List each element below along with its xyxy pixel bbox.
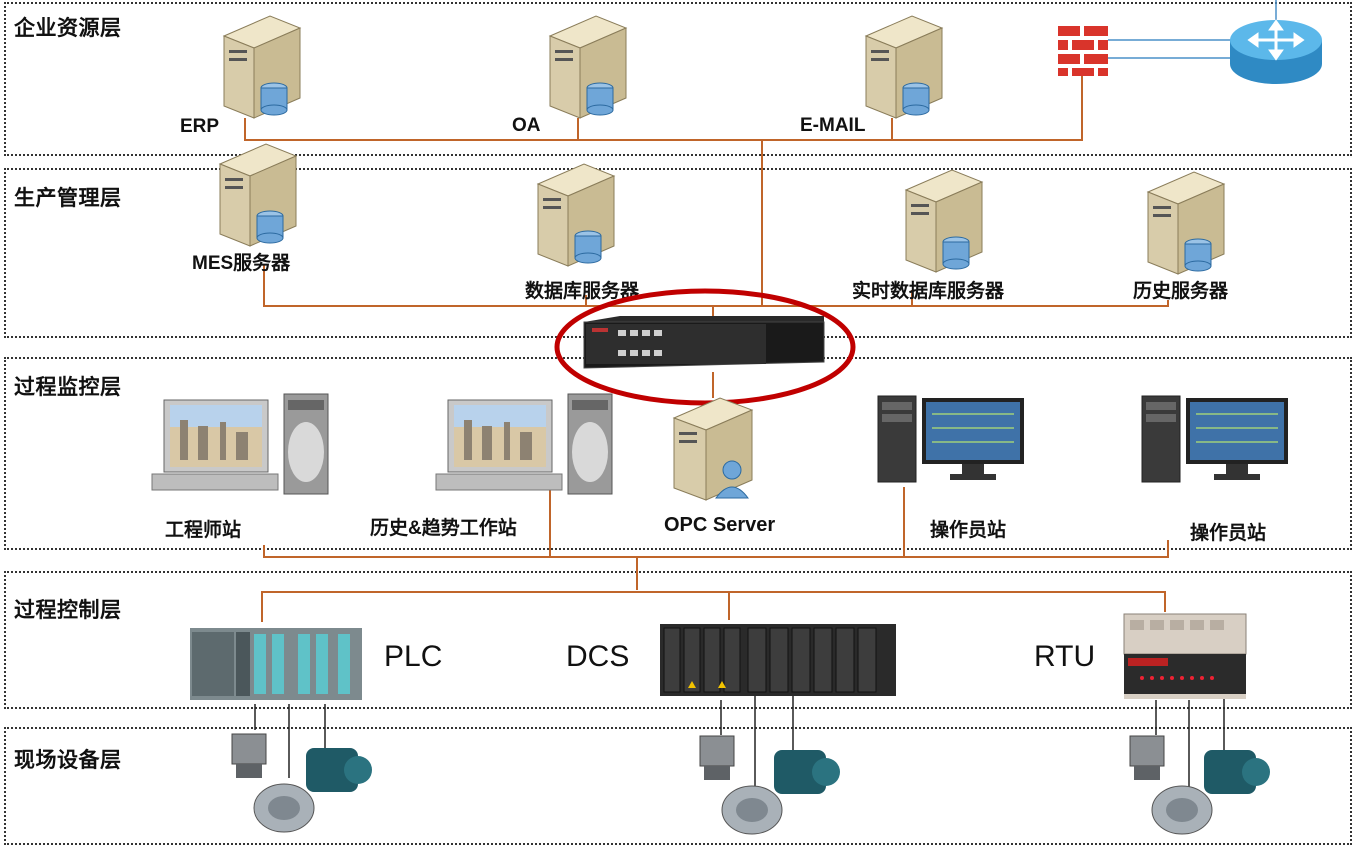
layer-title-monitoring: 过程监控层: [14, 376, 122, 399]
dcs-label: DCS: [566, 640, 630, 673]
opc-server-icon: [672, 397, 754, 501]
oa-label: OA: [512, 115, 541, 136]
rtu-label: RTU: [1034, 640, 1096, 673]
dcs-device-icon: [660, 624, 896, 696]
mes-label: MES服务器: [192, 253, 291, 274]
opc-label: OPC Server: [664, 514, 776, 536]
layer-title-production: 生产管理层: [14, 187, 122, 210]
database-server-icon: [536, 163, 616, 267]
operator-station-2-icon: [1141, 395, 1288, 483]
field-devices-group-3-icon: [1129, 735, 1270, 835]
layer-title-control: 过程控制层: [14, 599, 122, 622]
oa-server-icon: [548, 15, 628, 119]
enterprise-layer: [4, 2, 1352, 156]
operator1-label: 操作员站: [930, 520, 1007, 541]
layer-title-field: 现场设备层: [14, 749, 122, 772]
email-label: E-MAIL: [800, 115, 866, 136]
realtime-db-label: 实时数据库服务器: [852, 281, 1005, 302]
router-icon: [1230, 19, 1322, 84]
field-layer: [4, 727, 1352, 845]
plc-device-icon: [190, 628, 362, 700]
realtime-db-server-icon: [904, 169, 984, 273]
operator2-label: 操作员站: [1190, 523, 1267, 544]
erp-label: ERP: [180, 116, 220, 137]
mes-server-icon: [218, 143, 298, 247]
plc-label: PLC: [384, 640, 443, 673]
history-server-icon: [1146, 171, 1226, 275]
rtu-device-icon: [1123, 613, 1247, 699]
field-devices-group-2-icon: [699, 735, 840, 835]
history-trend-workstation-icon: [435, 393, 613, 495]
email-server-icon: [864, 15, 944, 119]
history-label: 历史服务器: [1133, 281, 1229, 302]
firewall-icon: [1058, 26, 1108, 76]
operator-station-1-icon: [877, 395, 1024, 483]
history-trend-label: 历史&趋势工作站: [370, 518, 517, 539]
database-label: 数据库服务器: [525, 281, 640, 302]
engineer-workstation-icon: [151, 393, 329, 495]
erp-server-icon: [222, 15, 302, 119]
control-layer: [4, 571, 1352, 709]
network-switch-icon: [583, 316, 825, 369]
highlight-ellipse: [554, 288, 856, 406]
field-devices-group-1-icon: [231, 733, 372, 833]
layer-title-enterprise: 企业资源层: [14, 17, 122, 40]
engineer-label: 工程师站: [165, 520, 242, 541]
